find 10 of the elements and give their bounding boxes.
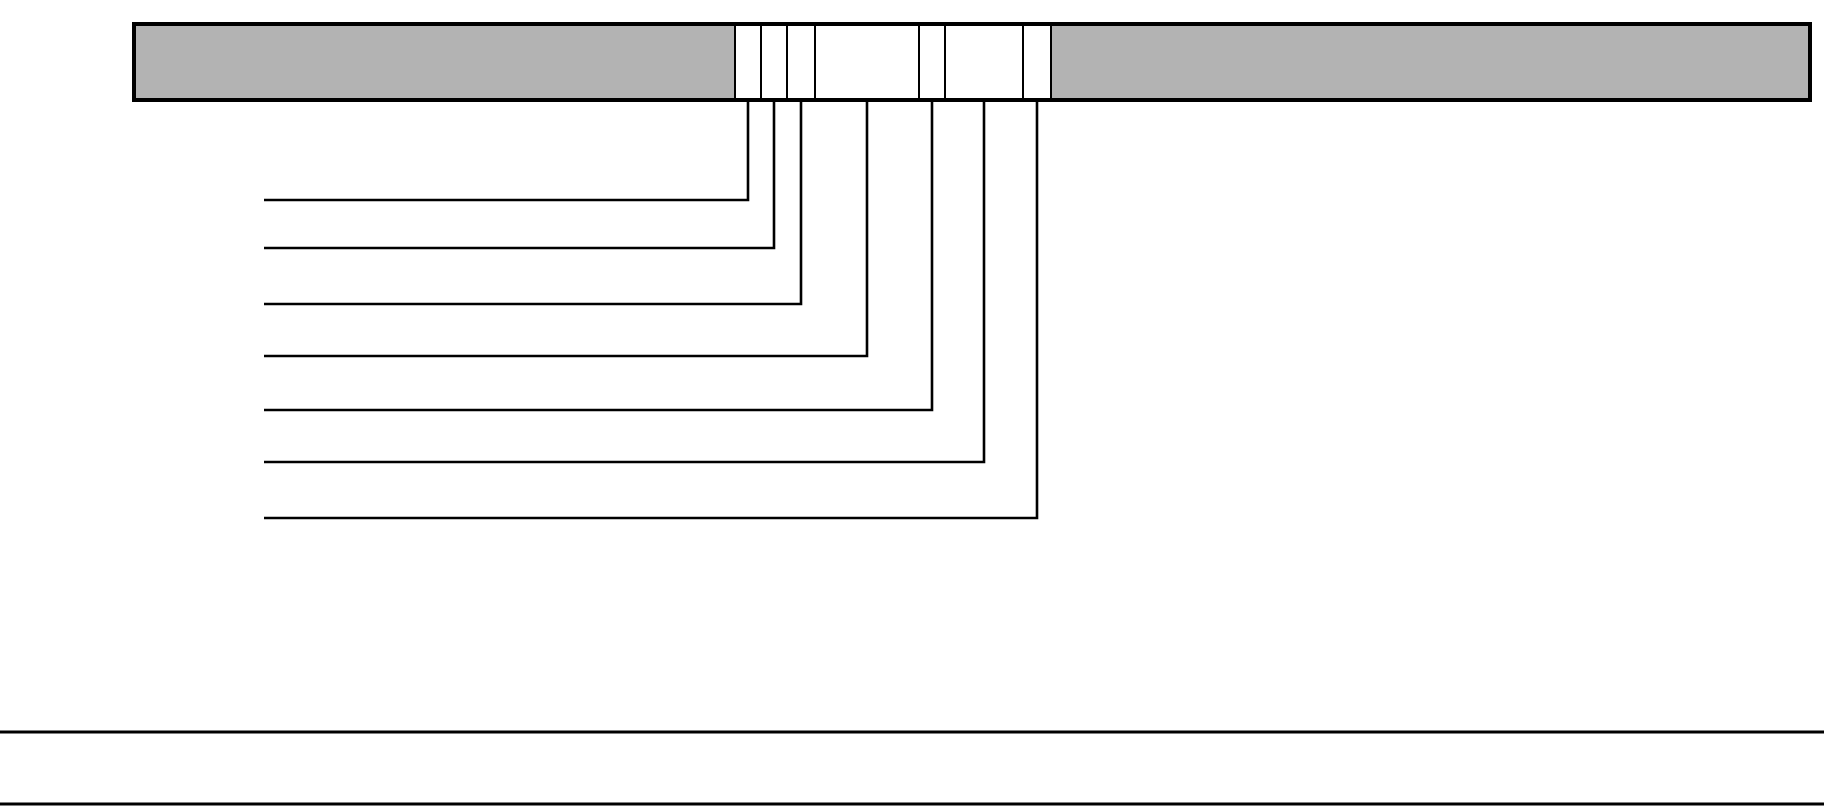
shaded-segment bbox=[1052, 26, 1808, 98]
leader-line bbox=[264, 98, 986, 464]
leader-line bbox=[264, 98, 869, 358]
leader-line bbox=[264, 98, 1039, 520]
leader-line bbox=[264, 98, 750, 202]
leader-line bbox=[264, 98, 776, 250]
field-bar bbox=[132, 22, 1812, 102]
leader-line bbox=[264, 98, 934, 412]
shaded-segment bbox=[136, 26, 736, 98]
leader-line bbox=[264, 98, 803, 306]
